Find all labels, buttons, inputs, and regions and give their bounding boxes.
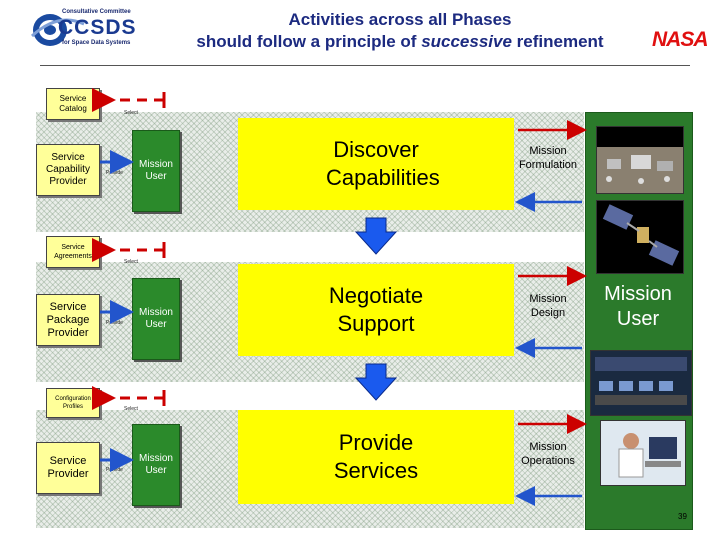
configuration-profiles-label: Configuration Profiles [55,396,91,410]
select-label-2: Select [124,259,138,265]
satellite-photo [596,200,684,274]
service-agreements-label: Service Agreements [54,244,92,260]
select-label-1: Select [124,110,138,116]
service-provider-doc: Service Provider [36,442,100,494]
activity-box-1: Discover Capabilities [238,118,514,210]
logo-line-1: Consultative Committee [62,9,131,15]
service-catalog-doc: Service Catalog [46,88,100,120]
service-provider-label: Service Provider [47,455,89,480]
operator-photo [600,420,686,486]
mission-user-label-2: Mission User [139,307,173,330]
header-divider [40,65,690,66]
provide-label-3: Provide [106,467,123,473]
provide-label-1: Provide [106,170,123,176]
phase-label-2: Mission Design [529,293,567,319]
logo-line-3: for Space Data Systems [62,40,131,46]
service-package-provider-label: Service Package Provider [46,300,90,339]
logo-line-2: CCSDS [58,16,137,39]
service-catalog-label: Service Catalog [59,94,87,113]
mission-user-box-2: Mission User [132,278,180,360]
title-emphasis: successive [421,32,512,51]
page-title-line-1: Activities across all Phases [288,10,512,29]
configuration-profiles-doc: Configuration Profiles [46,388,100,418]
page-title-line-2: should follow a principle of successive … [140,32,660,52]
service-capability-provider-doc: Service Capability Provider [36,144,100,196]
mission-user-label-1: Mission User [139,159,173,182]
provide-label-2: Provide [106,320,123,326]
service-agreements-doc: Service Agreements [46,236,100,268]
phase-label-1: Mission Formulation [518,145,578,171]
select-connector-2 [92,238,166,262]
title-suffix: refinement [511,32,604,51]
activity-label-2: Negotiate Support [328,283,424,336]
nasa-logo: NASA [652,28,709,51]
select-connector-3 [92,386,166,410]
mission-user-side-label: Mission User [604,283,672,330]
title-prefix: should follow a principle of [196,32,422,51]
activity-box-3: Provide Services [238,410,514,504]
page-number: 39 [678,512,687,521]
activity-label-3: Provide Services [333,430,419,483]
lunar-base-photo [596,126,684,194]
control-room-photo [590,350,692,416]
select-connector-1 [92,88,166,112]
service-capability-provider-label: Service Capability Provider [46,152,90,187]
mission-user-label-3: Mission User [139,453,173,476]
service-package-provider-doc: Service Package Provider [36,294,100,346]
select-label-3: Select [124,406,138,412]
mission-user-box-1: Mission User [132,130,180,212]
activity-box-2: Negotiate Support [238,264,514,356]
phase-label-3: Mission Operations [521,441,575,467]
ccsds-logo [28,6,140,54]
mission-user-box-3: Mission User [132,424,180,506]
activity-label-1: Discover Capabilities [326,137,440,190]
